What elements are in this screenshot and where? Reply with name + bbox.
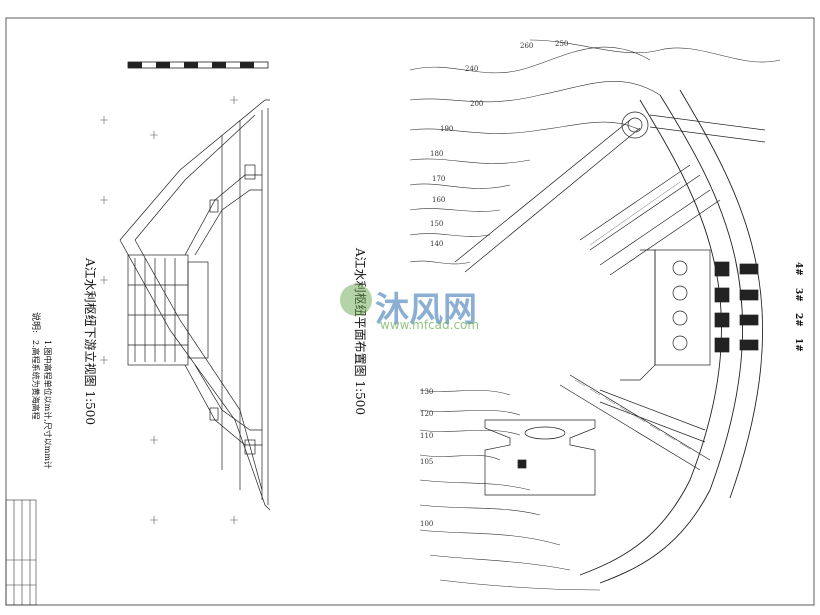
contour-label: 105 [420,458,434,466]
watermark-brand: 沐风网 [375,290,477,330]
hatched-inclines [574,181,691,450]
access-roads [454,114,766,471]
unit-label-4: 1# [793,338,803,352]
contour-lines [409,39,781,591]
downstream-elevation [119,99,271,511]
contour-label: 260 [520,42,534,50]
unit-label-3: 2# [793,313,803,327]
contour-label: 130 [420,388,434,396]
note-line-1: 1.图中高程单位以m计,尺寸以mm计 [43,340,52,469]
powerhouse-plan [620,249,759,381]
note-line-2: 2.高程系统为黄海高程 [31,340,40,420]
contour-label: 150 [430,220,444,228]
unit-label-1: 4# [793,262,803,276]
contour-label: 100 [420,520,434,528]
plan-title: A江水利枢纽平面布置图 1:500 [353,248,367,416]
watermark-logo-icon [340,284,372,316]
scale-bar [127,61,269,69]
notes-heading: 说明: [30,312,40,334]
intake-tower [621,111,649,139]
contour-label: 140 [430,240,444,248]
contour-label: 180 [430,150,444,158]
grid-marks-left [100,96,238,524]
contour-label: 200 [470,100,484,108]
sheet-border [5,17,815,606]
spillway-basin [484,419,596,496]
unit-label-2: 3# [793,288,803,302]
contour-label: 120 [420,410,434,418]
dam-arc [579,89,764,584]
watermark-url: www.mfcad.com [380,318,480,332]
contour-label: 160 [432,196,446,204]
contour-label: 170 [432,175,446,183]
contour-label: 190 [440,125,454,133]
contour-label: 110 [420,432,434,440]
title-block [5,499,37,606]
contour-label: 250 [555,40,569,48]
elevation-title: A江水利枢纽下游立视图 1:500 [83,258,97,426]
contour-label: 240 [465,65,479,73]
